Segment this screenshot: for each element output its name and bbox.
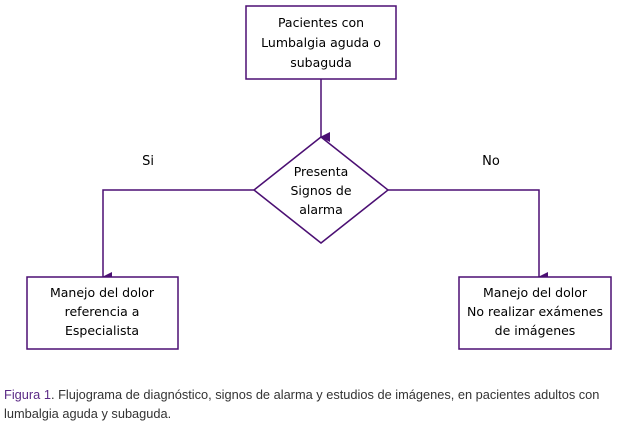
- arrow-decision-to-left: [102, 189, 254, 282]
- caption-text: . Flujograma de diagnóstico, signos de a…: [4, 387, 600, 421]
- start-line-1: Pacientes con: [278, 15, 364, 30]
- yes-label: Si: [142, 154, 154, 169]
- decision-diamond: [252, 136, 390, 244]
- start-line-2: Lumbalgia aguda o: [261, 35, 381, 50]
- flowchart: Pacientes con Lumbalgia aguda o subaguda…: [26, 5, 612, 350]
- left-line-1: Manejo del dolor: [50, 285, 155, 300]
- start-line-3: subaguda: [290, 55, 351, 70]
- caption-lead: Figura 1: [4, 387, 51, 402]
- decision-line-1: Presenta: [294, 164, 349, 179]
- left-line-2: referencia a: [65, 304, 140, 319]
- decision-node: Presenta Signos de alarma: [252, 136, 390, 244]
- no-label: No: [482, 154, 500, 169]
- right-box: [458, 276, 612, 350]
- right-node: Manejo del dolor No realizar exámenes de…: [458, 276, 612, 350]
- arrow-decision-to-right: [388, 189, 548, 282]
- left-node: Manejo del dolor referencia a Especialis…: [26, 276, 179, 350]
- left-line-3: Especialista: [65, 323, 139, 338]
- figure-caption: Figura 1. Flujograma de diagnóstico, sig…: [4, 385, 636, 423]
- decision-line-2: Signos de: [290, 183, 351, 198]
- right-line-3: de imágenes: [495, 323, 576, 338]
- decision-line-3: alarma: [299, 202, 343, 217]
- left-box: [26, 276, 179, 350]
- start-node: Pacientes con Lumbalgia aguda o subaguda: [245, 5, 397, 80]
- right-line-1: Manejo del dolor: [483, 285, 588, 300]
- start-box: [245, 5, 397, 80]
- right-line-2: No realizar exámenes: [467, 304, 603, 319]
